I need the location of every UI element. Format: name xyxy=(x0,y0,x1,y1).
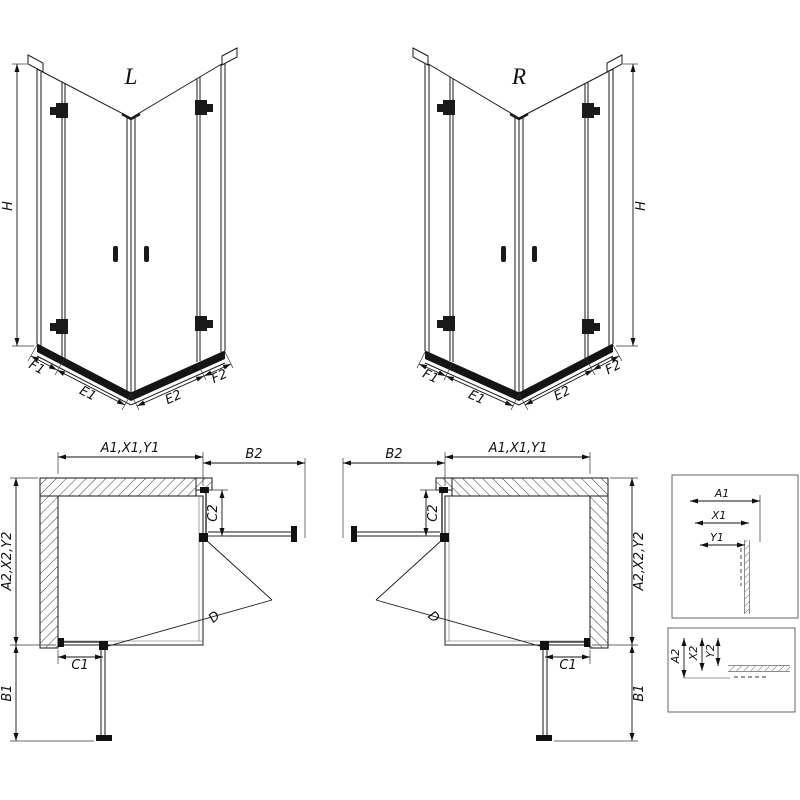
dim-label-e1: E1 xyxy=(77,383,99,404)
dim-label-e1: E1 xyxy=(466,388,487,408)
dim-label-c2: C2 xyxy=(206,504,221,521)
dim-label-height: H xyxy=(634,201,649,211)
plan-view-right-labels: A1,X1,Y1 B2 C2 A2,X2,Y2 C1 B1 D xyxy=(385,441,647,702)
dim-label-f2: F2 xyxy=(603,358,624,379)
dim-label-d: D xyxy=(425,608,442,626)
variant-label-right: R xyxy=(511,64,526,89)
dim-label-a1x1y1: A1,X1,Y1 xyxy=(488,441,548,456)
dim-label-x2: X2 xyxy=(687,646,700,662)
glass-profile-section xyxy=(745,540,749,614)
detail-box-border xyxy=(671,474,799,619)
dim-label-d: D xyxy=(206,608,223,626)
glass-profile-section xyxy=(728,666,790,671)
dim-label-x1: X1 xyxy=(711,509,727,522)
dim-label-a2: A2 xyxy=(669,649,682,665)
plan-view-left-labels: A1,X1,Y1 B2 C2 A2,X2,Y2 C1 B1 D xyxy=(0,441,263,702)
dim-label-e2: E2 xyxy=(163,388,184,408)
dim-label-a2x2y2: A2,X2,Y2 xyxy=(0,532,15,592)
dim-label-a1: A1 xyxy=(714,487,730,500)
dim-label-a2x2y2: A2,X2,Y2 xyxy=(632,532,647,592)
dim-label-b2: B2 xyxy=(245,447,262,462)
plan-view-left xyxy=(10,452,305,741)
dim-label-c1: C1 xyxy=(559,658,576,673)
dim-label-c1: C1 xyxy=(71,658,88,673)
plan-view-right xyxy=(343,452,638,741)
dim-label-height: H xyxy=(1,201,16,211)
dim-label-f1: F1 xyxy=(26,358,47,379)
dim-label-b1: B1 xyxy=(0,684,15,701)
dim-label-y1: Y1 xyxy=(710,531,724,544)
dim-label-e2: E2 xyxy=(552,383,574,404)
dim-label-c2: C2 xyxy=(426,504,441,521)
iso-view-right-labels: R H F2 E2 E1 F1 xyxy=(420,64,649,408)
variant-label-left: L xyxy=(124,64,138,89)
dim-label-b1: B1 xyxy=(632,684,647,701)
detail-view-top: A1 X1 Y1 xyxy=(671,474,799,619)
dim-label-a1x1y1: A1,X1,Y1 xyxy=(100,441,160,456)
detail-view-bottom: A2 X2 Y2 xyxy=(667,627,796,713)
dim-label-y2: Y2 xyxy=(704,644,717,658)
iso-view-right xyxy=(413,48,638,410)
iso-view-left-labels: L H F1 E1 E2 F2 xyxy=(1,64,230,408)
dim-label-b2: B2 xyxy=(385,447,402,462)
dim-label-f2: F2 xyxy=(209,367,229,387)
iso-view-left xyxy=(12,48,237,410)
dim-label-f1: F1 xyxy=(420,367,440,387)
